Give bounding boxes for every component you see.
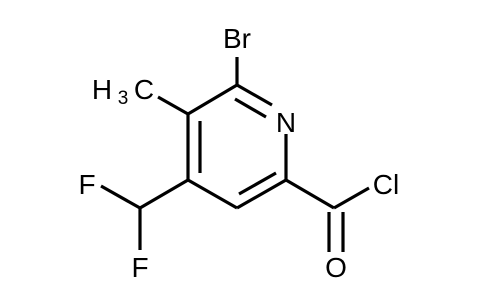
nitrogen-label: N — [276, 107, 296, 138]
bond-c4-chf2 — [139, 178, 189, 210]
bond-chf2-f-top — [100, 184, 141, 210]
oxygen-label: O — [325, 252, 347, 283]
methyl-h-label: H — [92, 74, 112, 105]
bond-carbonyl-cl — [333, 186, 370, 210]
bond-c5-c6-inner — [238, 171, 277, 196]
methyl-subscript: 3 — [118, 88, 129, 109]
bond-c3-methyl — [157, 95, 189, 116]
bromine-label: Br — [223, 23, 251, 54]
chlorine-label: Cl — [373, 169, 399, 200]
bonds — [100, 57, 370, 252]
bond-c5-c6-outer — [236, 178, 287, 210]
bond-c6-carbonyl — [285, 178, 335, 210]
atom-labels: Br N H 3 C F F Cl O — [78, 23, 399, 283]
methyl-c-label: C — [134, 74, 154, 105]
bond-c2-n-inner — [234, 97, 267, 119]
bond-c2-c3 — [187, 83, 238, 116]
bond-c2-n-outer — [236, 83, 273, 107]
fluorine-top-label: F — [78, 169, 95, 200]
bond-c4-c5 — [187, 178, 238, 210]
fluorine-bottom-label: F — [131, 252, 148, 283]
